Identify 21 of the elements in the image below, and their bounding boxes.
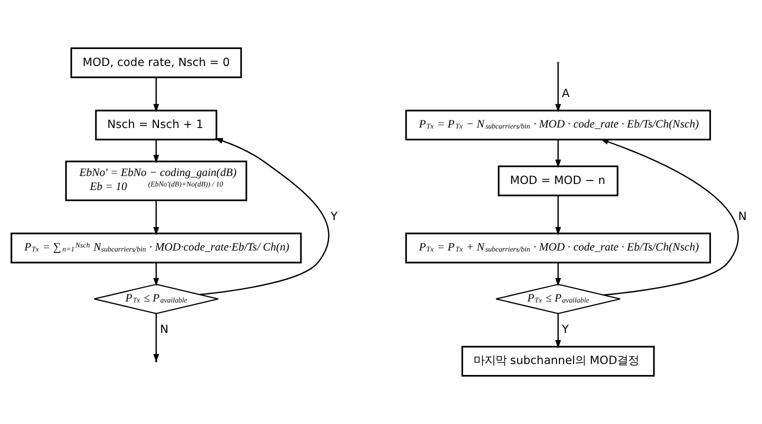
node-box: MOD = MOD − n [498,166,618,196]
arrow [153,140,160,164]
edge-label: N [160,322,168,336]
arrow [153,262,160,286]
edge-label: A [562,86,570,100]
arrow [153,77,160,112]
arrow [153,314,160,362]
edge-label: Y [330,208,338,223]
node-box: 마지막 subchannel의 MOD결정 [461,346,655,377]
arrow [555,140,561,168]
node-box: Nsch = Nsch + 1 [95,110,218,140]
arrow [555,64,561,112]
arrow [555,314,561,348]
arrow [555,196,561,236]
edge-label: N [738,208,747,223]
edge-label: Y [562,322,569,336]
node-box: MOD, code rate, Nsch = 0 [70,47,242,78]
arrow [600,139,739,296]
arrow [200,138,330,296]
arrow [153,200,160,236]
arrow [555,262,561,286]
